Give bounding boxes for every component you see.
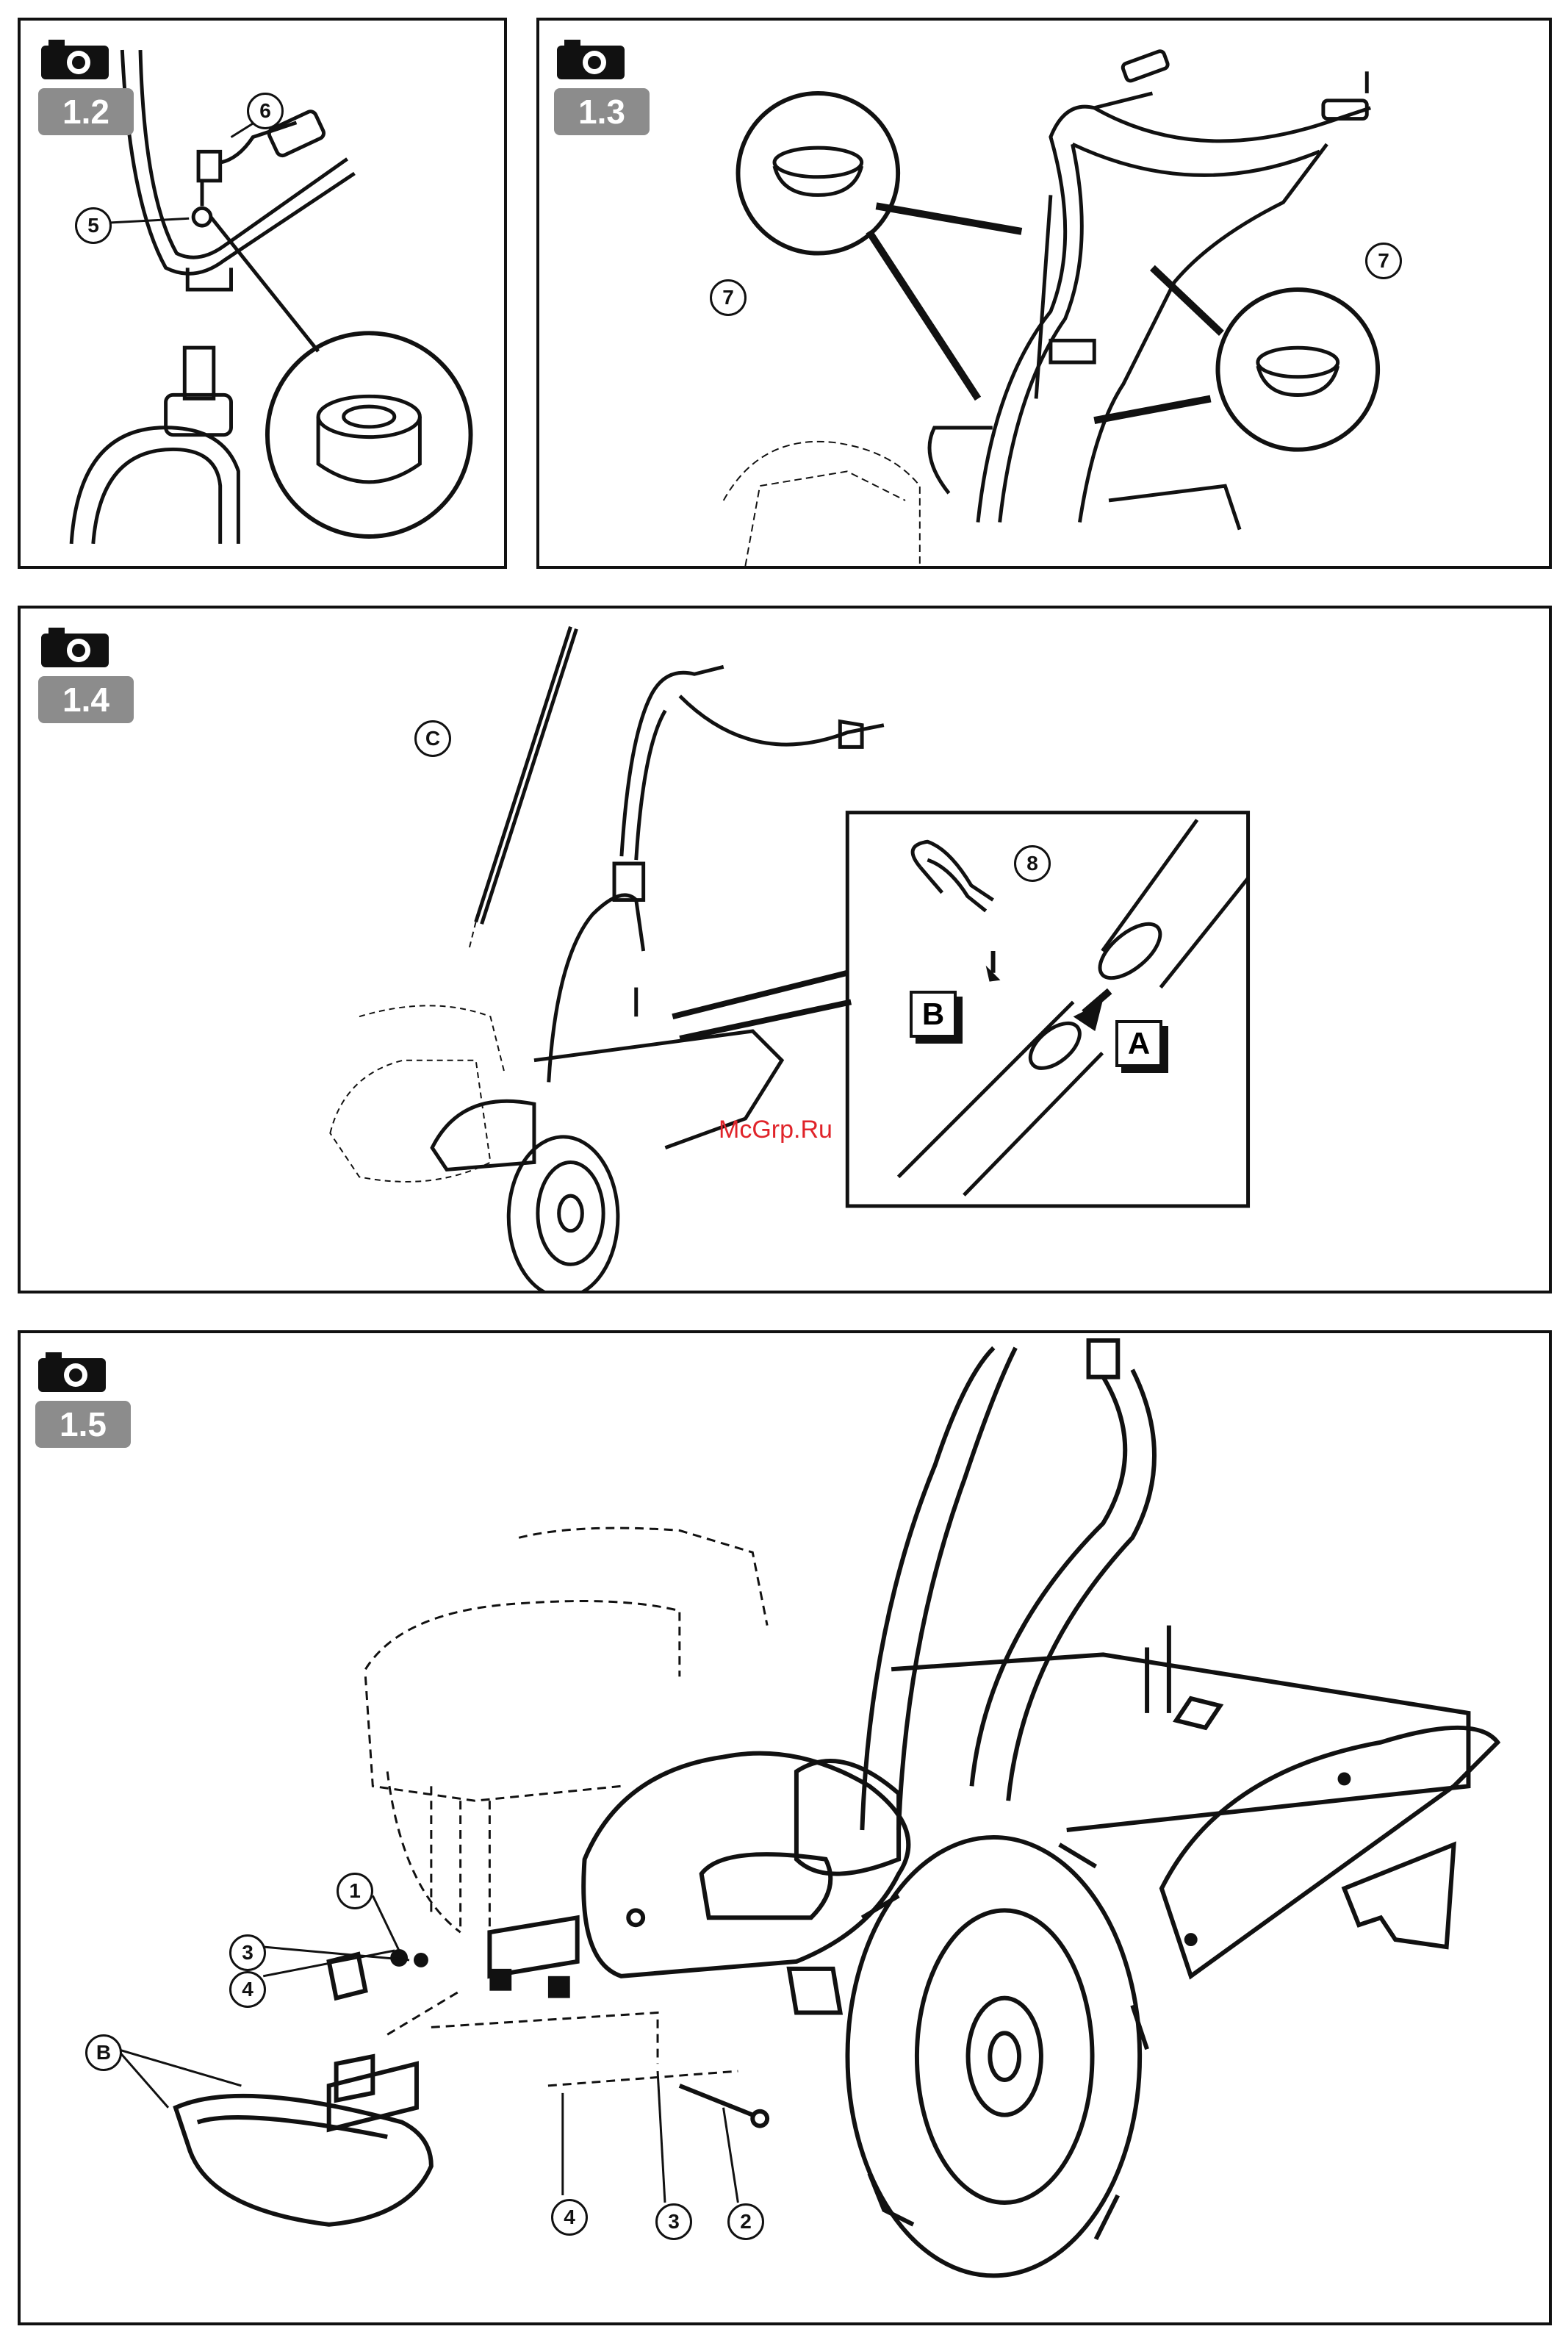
figure-panel-1-5: 1.5 1 3 4 B 4 3 2 — [18, 1330, 1552, 2325]
callout-c: C — [414, 720, 451, 757]
step-label: 1.3 — [554, 88, 650, 135]
figure-panel-1-3: 1.3 7 7 — [536, 18, 1552, 569]
watermark-text: McGrp.Ru — [719, 1116, 832, 1144]
callout-2: 2 — [727, 2203, 764, 2240]
callout-1: 1 — [337, 1873, 373, 1909]
callout-3-bottom: 3 — [655, 2203, 692, 2240]
callout-6: 6 — [247, 93, 284, 129]
callout-5: 5 — [75, 207, 112, 244]
callout-4-bottom: 4 — [551, 2199, 588, 2236]
step-label: 1.4 — [38, 676, 134, 723]
callout-8: 8 — [1014, 845, 1051, 882]
callout-b: B — [85, 2034, 122, 2071]
label-a: A — [1115, 1020, 1162, 1067]
figure-panel-1-4: 1.4 C 8 B A McGrp.Ru — [18, 606, 1552, 1294]
callout-3-left: 3 — [229, 1934, 266, 1971]
callout-7-right: 7 — [1365, 243, 1402, 279]
step-label: 1.5 — [35, 1401, 131, 1448]
callout-4-left: 4 — [229, 1971, 266, 2008]
figure-panel-1-2: 1.2 6 5 — [18, 18, 507, 569]
camera-icon — [35, 1351, 109, 1393]
camera-icon — [38, 626, 112, 669]
camera-icon — [38, 38, 112, 81]
illustration-cable-clips — [539, 21, 1549, 566]
label-b: B — [910, 991, 957, 1038]
illustration-rear-assembly — [21, 1333, 1549, 2322]
step-label: 1.2 — [38, 88, 134, 135]
illustration-depth-stake — [21, 609, 1549, 1291]
callout-7-left: 7 — [710, 279, 747, 316]
camera-icon — [554, 38, 627, 81]
